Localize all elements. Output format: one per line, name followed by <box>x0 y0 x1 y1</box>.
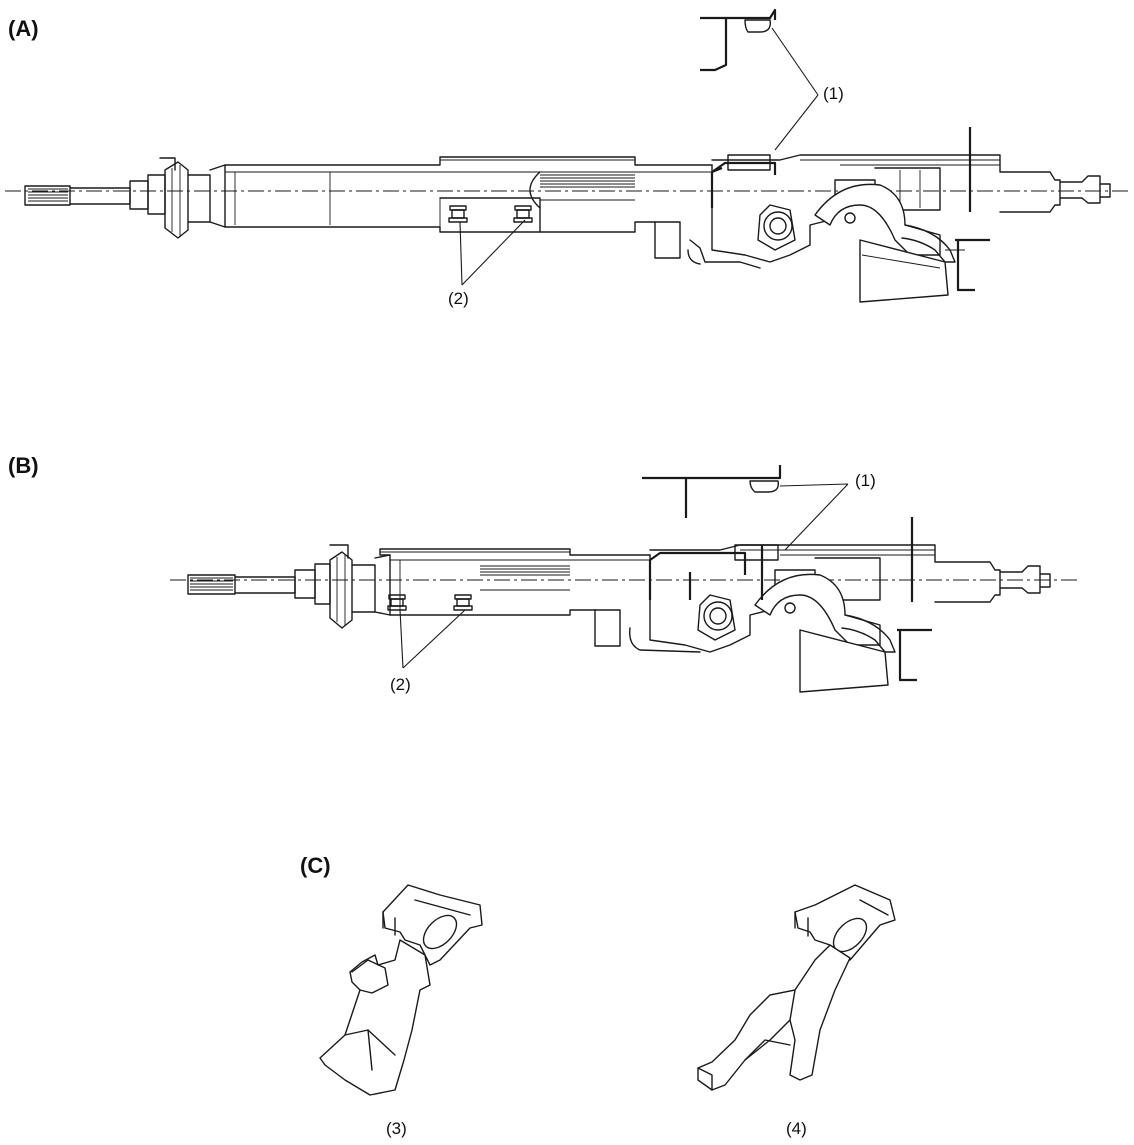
leader-2-a <box>459 219 526 286</box>
callout-1-a: (1) <box>823 84 844 103</box>
spline-end-a <box>24 185 71 206</box>
spline-end-b <box>187 574 236 595</box>
leader-1-a <box>771 27 819 151</box>
input-shaft-a <box>69 187 131 205</box>
column-tube-bottom-b <box>389 609 596 616</box>
clip-detached-b <box>642 465 782 518</box>
clip-part-3 <box>319 884 483 1096</box>
stud-a-2 <box>513 205 533 223</box>
stud-b-1 <box>387 594 407 611</box>
callout-4: (4) <box>786 1119 807 1138</box>
rear-housing-b <box>649 544 1001 603</box>
callout-2-a: (2) <box>448 289 469 308</box>
steering-column-assembly-a <box>5 8 1128 303</box>
rear-housing-a <box>711 154 1061 213</box>
clip-installed-b <box>734 544 779 561</box>
stud-b-2 <box>453 594 473 611</box>
column-tube-bottom-a <box>224 221 656 233</box>
clip-part-4 <box>697 884 896 1091</box>
steering-column-assembly-b <box>170 465 1080 693</box>
hex-nut-a <box>763 211 793 241</box>
bearing-boot-b <box>329 551 353 629</box>
hex-nut-b <box>703 601 733 631</box>
bearing-boot-a <box>164 161 189 239</box>
tilt-lever-a <box>859 239 949 303</box>
column-tube-top-a <box>224 156 713 166</box>
panel-label-c: (C) <box>300 853 331 878</box>
column-tube-top-b <box>379 548 651 556</box>
callout-3: (3) <box>386 1119 407 1138</box>
clip-detached-a <box>700 16 728 72</box>
panel-label-a: (A) <box>8 16 39 41</box>
tilt-lever-b <box>799 629 889 693</box>
leader-1-b <box>779 483 849 551</box>
clip-installed-a <box>727 154 771 171</box>
callout-2-b: (2) <box>390 675 411 694</box>
leader-2-b <box>399 609 466 669</box>
stud-a-1 <box>448 205 468 223</box>
panel-label-b: (B) <box>8 453 39 478</box>
callout-1-b: (1) <box>855 471 876 490</box>
